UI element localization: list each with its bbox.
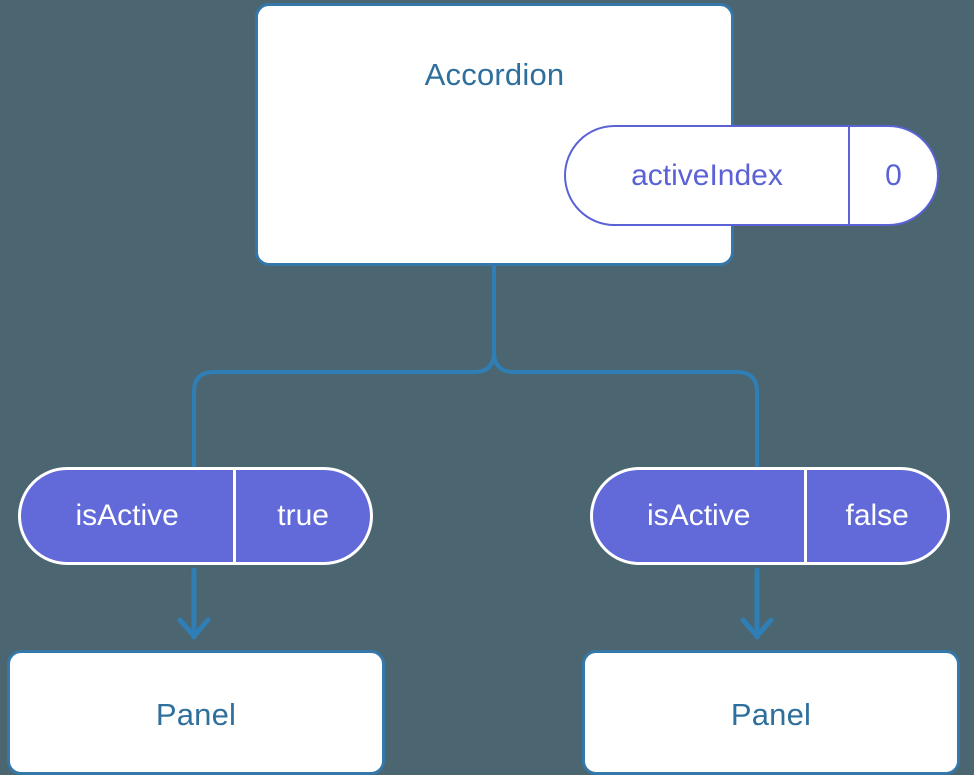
branch-connector-path — [192, 264, 496, 469]
panel-title: Panel — [155, 697, 237, 732]
arrow-head-right-icon — [740, 617, 774, 639]
component-node-panel-left[interactable]: Panel — [7, 650, 385, 775]
panel-title: Panel — [730, 697, 812, 732]
component-node-accordion[interactable]: Accordion activeIndex 0 — [255, 3, 939, 266]
state-pill-activeindex[interactable]: activeIndex 0 — [564, 125, 939, 226]
branch-connector-path — [492, 264, 759, 469]
component-node-panel-right[interactable]: Panel — [582, 650, 960, 775]
prop-pill-isactive-true[interactable]: isActive true — [18, 467, 373, 565]
accordion-title: Accordion — [424, 57, 565, 92]
state-pill-key: activeIndex — [631, 158, 783, 192]
prop-pill-value: false — [804, 470, 947, 562]
prop-pill-value: true — [233, 470, 370, 562]
prop-pill-key: isActive — [647, 499, 751, 532]
arrow-head-left-icon — [177, 617, 211, 639]
prop-pill-isactive-false[interactable]: isActive false — [590, 467, 950, 565]
state-pill-value: 0 — [847, 127, 937, 224]
prop-pill-key: isActive — [75, 499, 179, 532]
